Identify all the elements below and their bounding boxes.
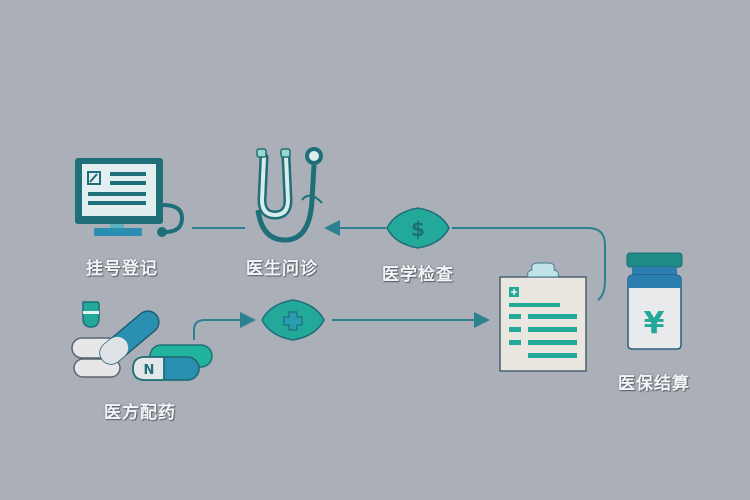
medical-cross-badge-icon [261,299,325,341]
step-label-examination: 医学检查 [382,265,454,285]
dollar-symbol: $ [411,217,425,241]
pills-capsules-icon: N [71,301,213,381]
capsule-letter: N [144,363,155,378]
stethoscope-icon [255,147,323,243]
step-label-settlement: 医保结算 [618,374,690,394]
connector-report-to-consultation [324,220,606,301]
connector-dispensing-to-report [193,312,490,340]
clipboard-report-icon [499,262,587,372]
computer-monitor-icon [75,158,185,237]
dollar-badge-icon: $ [386,207,450,249]
step-label-registration: 挂号登记 [86,259,158,279]
yuan-bottle-icon: ¥ [626,252,683,350]
step-label-consultation: 医生问诊 [246,259,318,279]
step-label-dispensing: 医方配药 [104,403,176,423]
yuan-symbol: ¥ [644,306,665,341]
